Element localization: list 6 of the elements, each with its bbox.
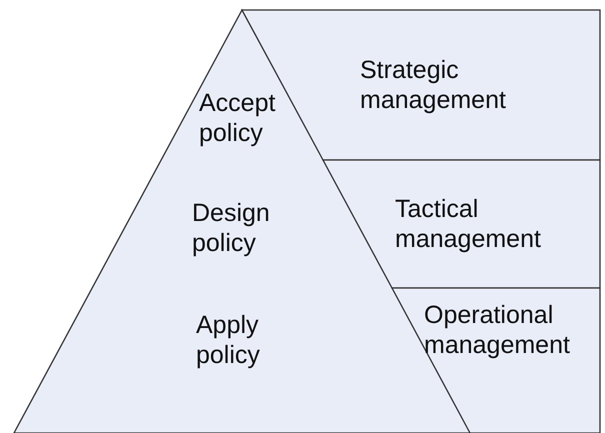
policy-label: Apply policy [196,310,261,370]
policy-label: Accept policy [199,88,276,148]
management-label: Tactical management [395,194,542,254]
management-label: Operational management [424,300,571,360]
policy-label: Design policy [192,198,271,258]
management-label: Strategic management [360,55,507,115]
